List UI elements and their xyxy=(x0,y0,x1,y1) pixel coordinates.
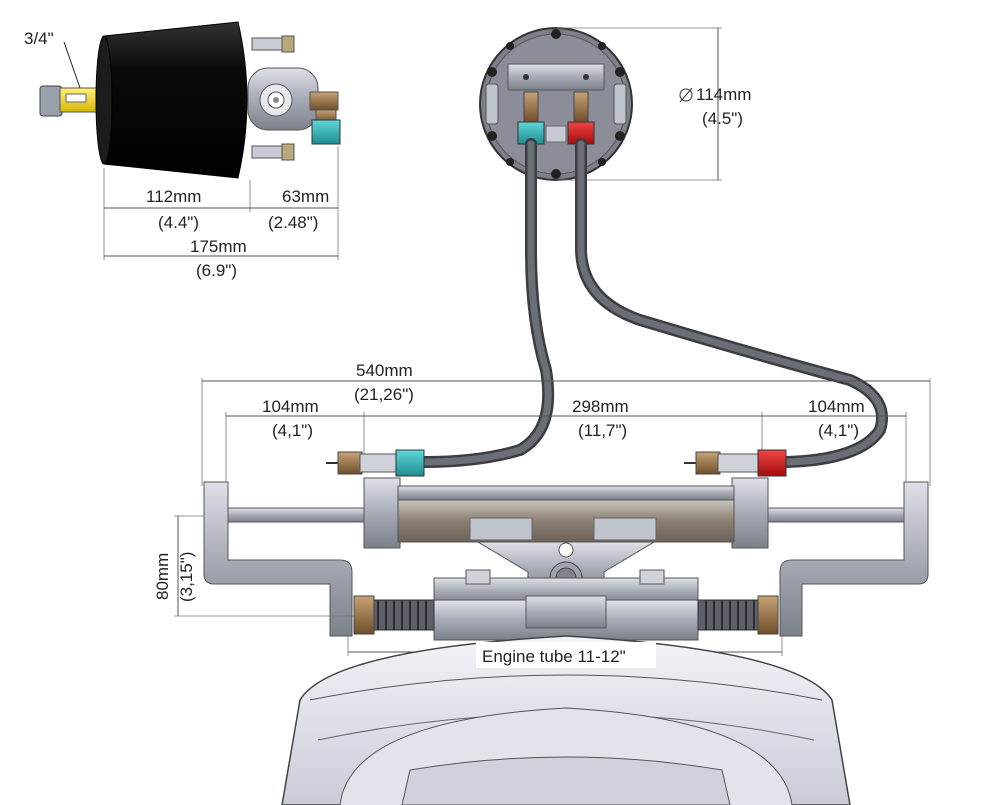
pump-dimension-lines xyxy=(103,146,339,260)
diameter-mm: 114mm xyxy=(696,85,751,104)
right-offset-in: (4,1") xyxy=(818,421,859,440)
pump-front-view xyxy=(479,27,633,181)
height-dimension-lines xyxy=(174,515,354,617)
shaft-size-label: 3/4" xyxy=(24,29,54,48)
diameter-in: (4.5") xyxy=(702,109,743,128)
diameter-dimension-lines xyxy=(556,27,722,181)
pump-length-in: (4.4") xyxy=(158,213,199,232)
right-offset-mm: 104mm xyxy=(808,397,865,416)
total-length-in: (6.9") xyxy=(196,261,237,280)
engine-cowling xyxy=(281,635,851,805)
cylinder-dimension-lines xyxy=(201,378,931,486)
left-offset-in: (4,1") xyxy=(272,421,313,440)
pump-length-mm: 112mm xyxy=(146,187,201,206)
hydraulic-hoses xyxy=(418,138,888,468)
steering-cylinder xyxy=(203,449,929,641)
fitting-length-mm: 63mm xyxy=(282,187,329,206)
height-mm: 80mm xyxy=(153,553,172,600)
engine-tube-label: Engine tube 11-12" xyxy=(482,647,626,666)
cylinder-width-mm: 540mm xyxy=(356,361,413,380)
center-span-in: (11,7") xyxy=(578,421,627,440)
center-span-mm: 298mm xyxy=(572,397,629,416)
left-offset-mm: 104mm xyxy=(262,397,319,416)
engine-tube-label-bg xyxy=(476,642,656,668)
height-in: (3,15") xyxy=(177,552,196,602)
pump-side-view xyxy=(39,21,341,179)
cylinder-width-in: (21,26") xyxy=(354,385,414,404)
fitting-length-in: (2.48") xyxy=(268,213,318,232)
total-length-mm: 175mm xyxy=(190,237,247,256)
